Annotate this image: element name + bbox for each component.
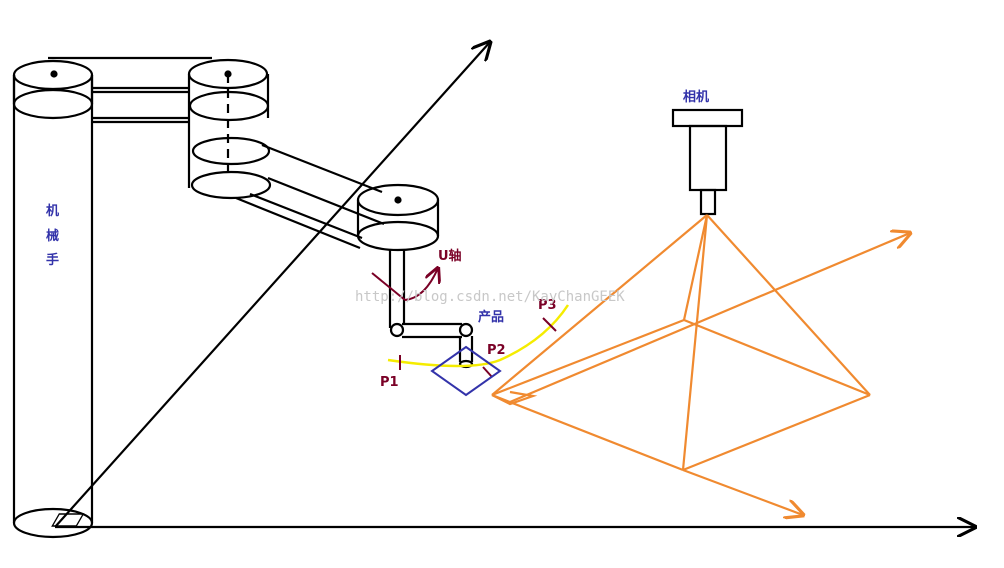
- u-axis-label: U轴: [438, 248, 462, 264]
- product-diamond: [430, 345, 502, 397]
- base-bottom-ellipse: [12, 507, 94, 539]
- arm-link-1: [48, 56, 212, 124]
- watermark: http://blog.csdn.net/KayChanGEEK: [355, 289, 625, 305]
- u-axis-rotation: [371, 268, 438, 301]
- world-axes: [51, 42, 975, 528]
- p3-marker: [542, 317, 557, 332]
- robot-label-char-2: 械: [46, 228, 59, 244]
- joint-3: [356, 183, 440, 252]
- end-effector: [388, 250, 474, 369]
- p2-label: P2: [487, 343, 506, 358]
- origin-marker: [51, 513, 85, 527]
- camera-label: 相机: [683, 89, 709, 105]
- robot-label-char-3: 手: [46, 252, 59, 268]
- point-markers: [399, 317, 557, 378]
- camera: [671, 108, 744, 216]
- camera-field-of-view: [491, 214, 910, 515]
- robot-label-char-1: 机: [46, 203, 59, 219]
- robot-base: [12, 59, 94, 539]
- p3-label: P3: [538, 298, 557, 313]
- arm-link-2: [235, 143, 385, 250]
- y-axis: [54, 42, 490, 528]
- p2-marker: [482, 366, 493, 378]
- p1-label: P1: [380, 375, 399, 390]
- product-label: 产品: [478, 309, 504, 325]
- joint-2: [187, 58, 272, 200]
